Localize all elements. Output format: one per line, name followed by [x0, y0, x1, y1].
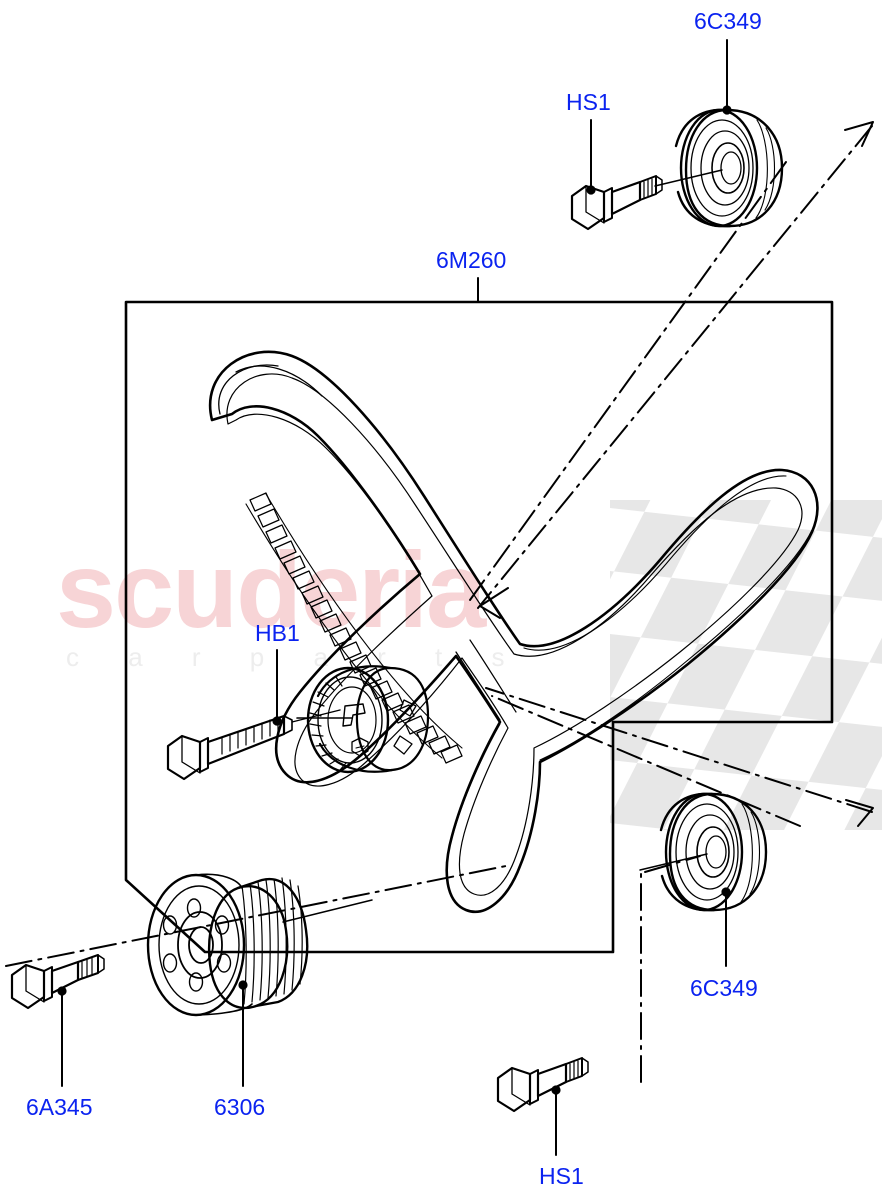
belt-tensioner — [296, 665, 430, 774]
part-label-hb1[interactable]: HB1 — [255, 620, 300, 646]
part-label-6a345[interactable]: 6A345 — [26, 1094, 93, 1120]
timing-belt — [208, 350, 819, 913]
part-label-6306[interactable]: 6306 — [214, 1094, 266, 1120]
assembly-centerlines — [5, 125, 873, 1083]
part-label-hs1-bottom[interactable]: HS1 — [539, 1163, 584, 1189]
bolt-6a345 — [10, 954, 105, 1010]
assembly-arrowheads — [479, 121, 874, 827]
part-label-6c349-top[interactable]: 6C349 — [694, 8, 762, 34]
bolt-hs1-upper — [570, 175, 663, 231]
part-label-hs1-top[interactable]: HS1 — [566, 89, 611, 115]
idler-pulley-upper — [654, 108, 784, 228]
camshaft-sprocket — [146, 873, 373, 1017]
kit-boundary-6m260 — [124, 300, 834, 954]
bolt-hs1-lower — [496, 1057, 589, 1113]
part-label-6c349-bottom[interactable]: 6C349 — [690, 975, 758, 1001]
idler-pulley-lower — [639, 792, 768, 912]
checkered-flag-icon — [610, 500, 882, 830]
part-label-6m260[interactable]: 6M260 — [436, 247, 507, 273]
bolt-hb1 — [166, 709, 341, 781]
